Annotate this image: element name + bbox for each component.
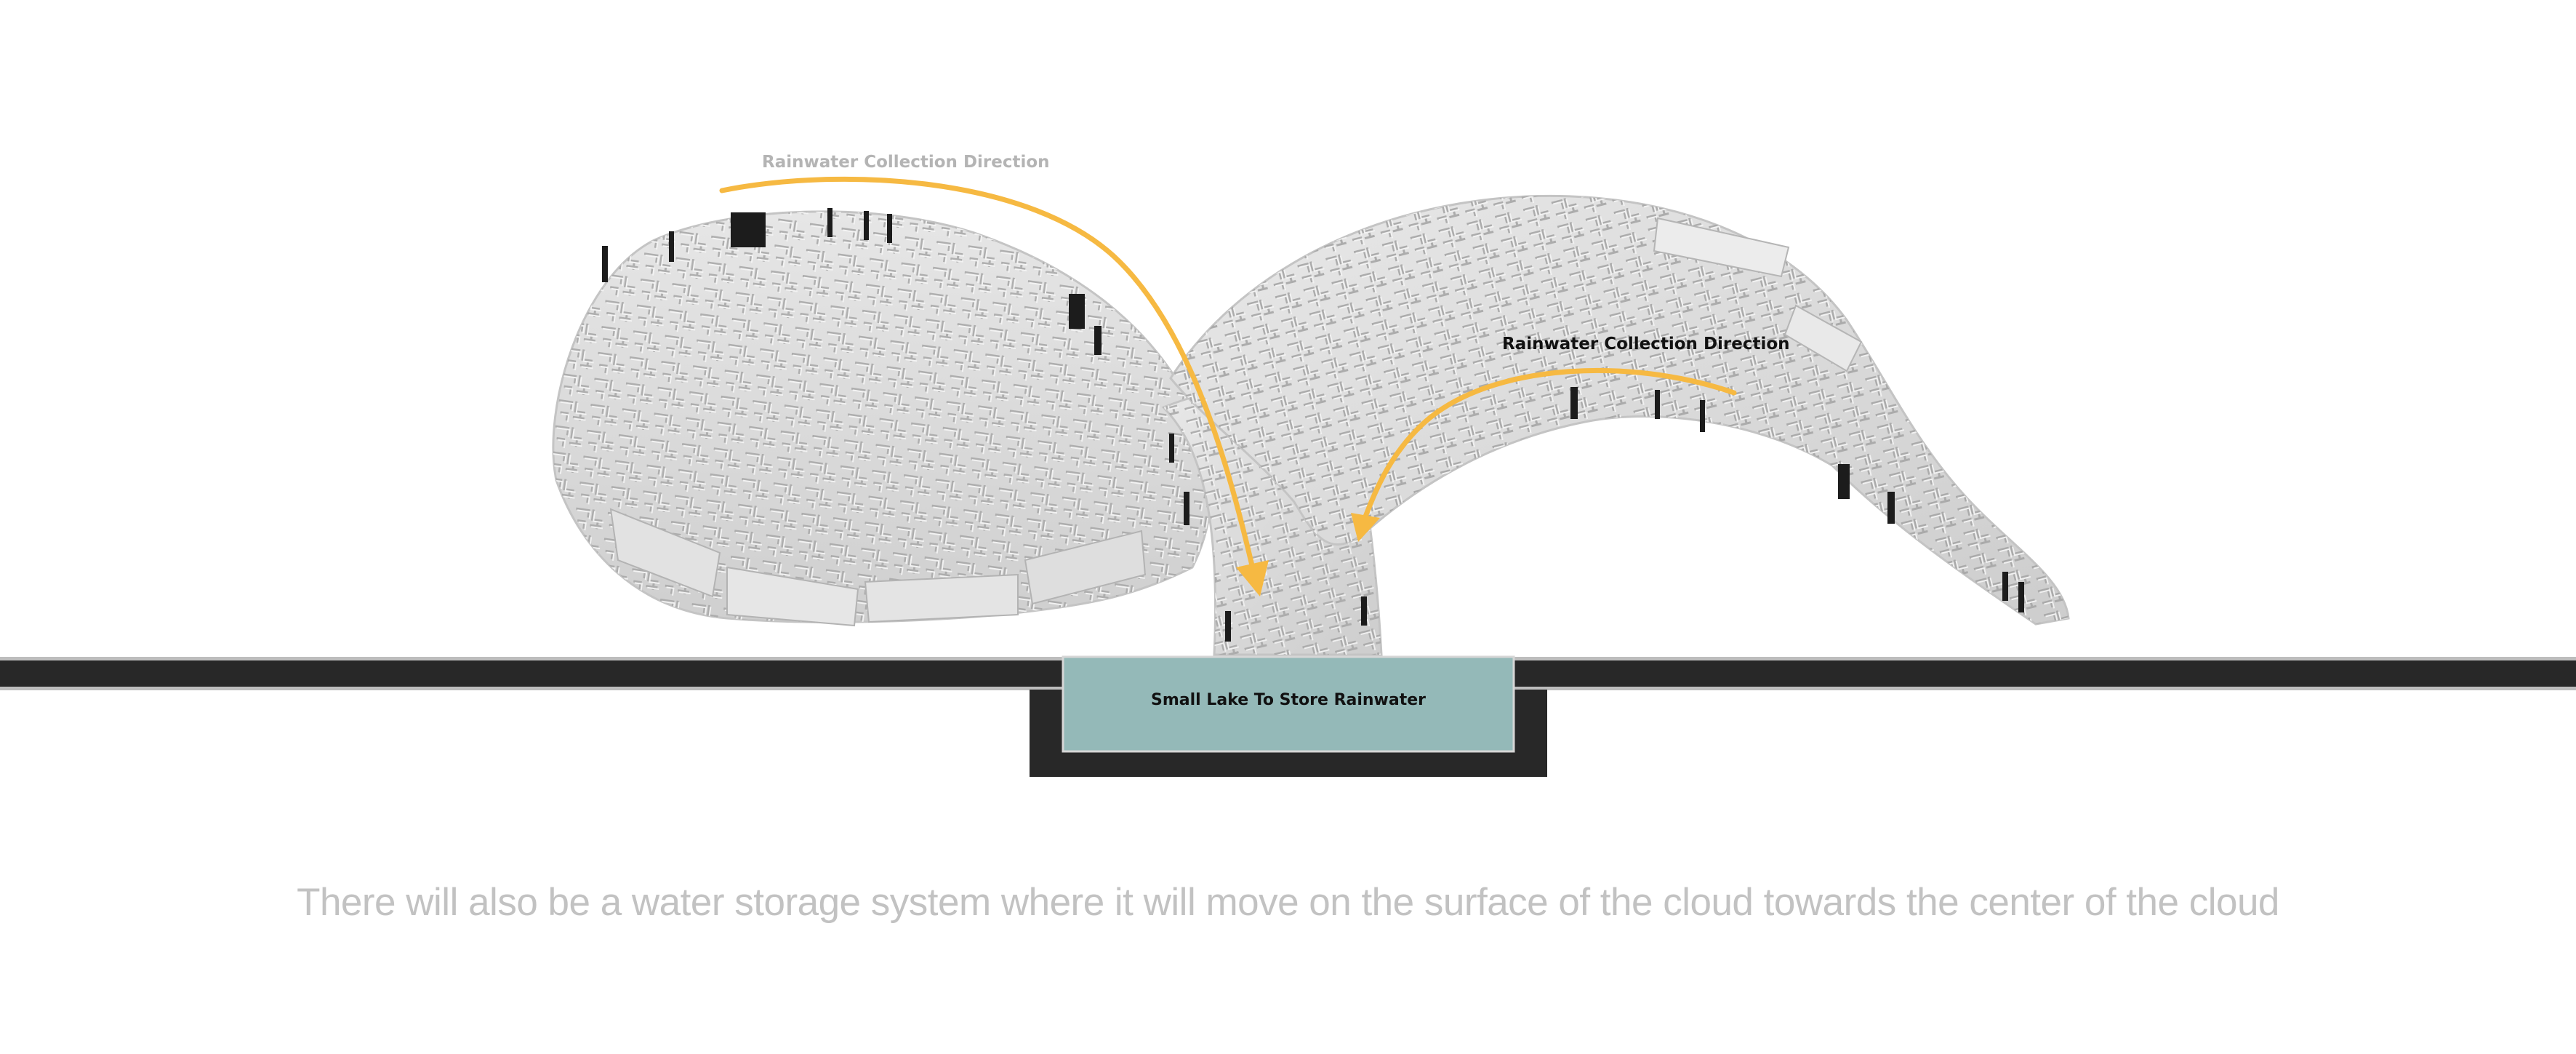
rainwater-direction-label-left: Rainwater Collection Direction: [762, 153, 1050, 172]
arrow-right-icon: [1351, 367, 1737, 542]
lake-label: Small Lake To Store Rainwater: [1150, 691, 1427, 709]
lake-basin: [1030, 655, 1547, 777]
shell-left-dome: [552, 208, 1213, 627]
shell-right-wing: [1169, 194, 2070, 626]
diagram-caption: There will also be a water storage syste…: [297, 881, 2279, 924]
rainwater-direction-label-right: Rainwater Collection Direction: [1502, 335, 1790, 354]
arrow-left-icon: [719, 176, 1269, 596]
